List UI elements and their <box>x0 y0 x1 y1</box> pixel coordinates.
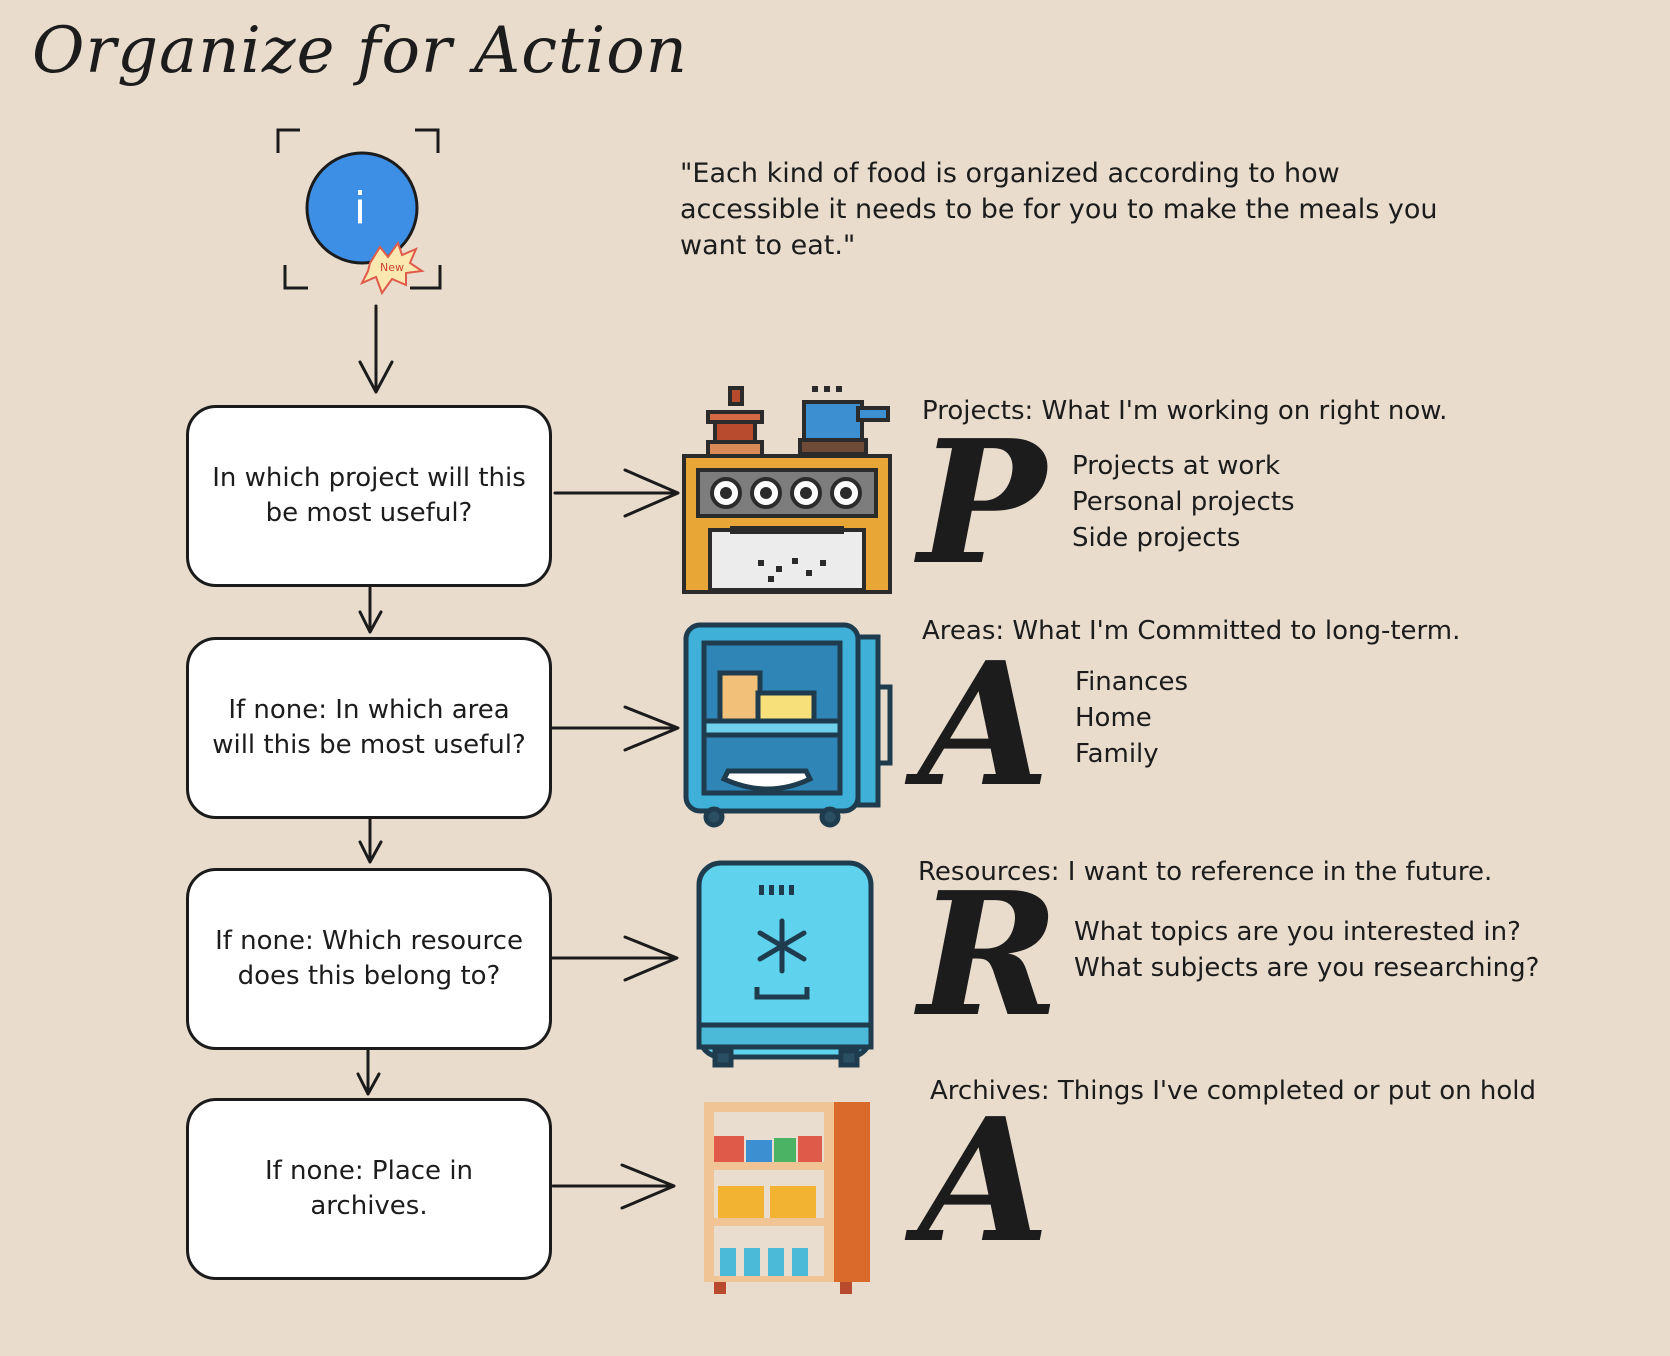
page-title: Organize for Action <box>32 14 688 88</box>
arrow-badge-to-q1 <box>358 304 394 394</box>
list-item: Home <box>1075 703 1152 733</box>
arrow-q3-to-freezer <box>548 935 679 982</box>
question-box-resources: If none: Which resource does this belong… <box>186 868 552 1050</box>
info-badge: i New <box>276 128 442 296</box>
question-box-archives: If none: Place in archives. <box>186 1098 552 1280</box>
quote-text: "Each kind of food is organized accordin… <box>680 158 1438 261</box>
category-letter-areas: A <box>918 625 1050 825</box>
category-heading-resources: Resources: I want to reference in the fu… <box>918 857 1493 887</box>
category-items-projects: Projects at work Personal projects Side … <box>1072 448 1295 556</box>
question-text: If none: In which area will this be most… <box>212 695 526 760</box>
question-text: If none: Which resource does this belong… <box>215 926 523 991</box>
question-text: In which project will this be most usefu… <box>212 463 526 528</box>
category-heading-areas: Areas: What I'm Committed to long-term. <box>922 616 1461 646</box>
question-box-areas: If none: In which area will this be most… <box>186 637 552 819</box>
fridge-icon <box>683 622 893 828</box>
focus-corners <box>276 128 442 290</box>
list-item: What subjects are you researching? <box>1074 953 1540 983</box>
starburst-icon <box>359 240 425 296</box>
pantry-icon <box>704 1102 870 1294</box>
arrow-q2-to-q3 <box>358 816 383 864</box>
arrow-q3-to-q4 <box>356 1048 381 1096</box>
list-item: Finances <box>1075 667 1189 697</box>
arrow-q1-to-q2 <box>358 586 383 634</box>
arrow-q2-to-fridge <box>550 705 680 752</box>
list-item: Projects at work <box>1072 451 1281 481</box>
arrow-q1-to-stove <box>553 468 680 518</box>
category-heading-projects: Projects: What I'm working on right now. <box>922 396 1448 426</box>
category-letter-archives: A <box>918 1081 1050 1281</box>
category-letter-resources: R <box>918 855 1060 1055</box>
category-heading-archives: Archives: Things I've completed or put o… <box>930 1076 1536 1106</box>
freezer-icon <box>696 860 874 1068</box>
list-item: Family <box>1075 739 1159 769</box>
list-item: Personal projects <box>1072 487 1295 517</box>
question-text: If none: Place in archives. <box>264 1156 474 1221</box>
category-items-resources: What topics are you interested in? What … <box>1074 914 1539 986</box>
question-box-projects: In which project will this be most usefu… <box>186 405 552 587</box>
category-letter-projects: P <box>918 403 1046 603</box>
list-item: Side projects <box>1072 523 1241 553</box>
category-items-areas: Finances Home Family <box>1075 664 1188 772</box>
info-icon <box>305 151 419 265</box>
arrow-q4-to-pantry <box>551 1163 676 1210</box>
stove-icon <box>682 386 892 594</box>
starburst-label: New <box>380 261 404 274</box>
info-glyph: i <box>354 183 366 234</box>
list-item: What topics are you interested in? <box>1074 917 1521 947</box>
